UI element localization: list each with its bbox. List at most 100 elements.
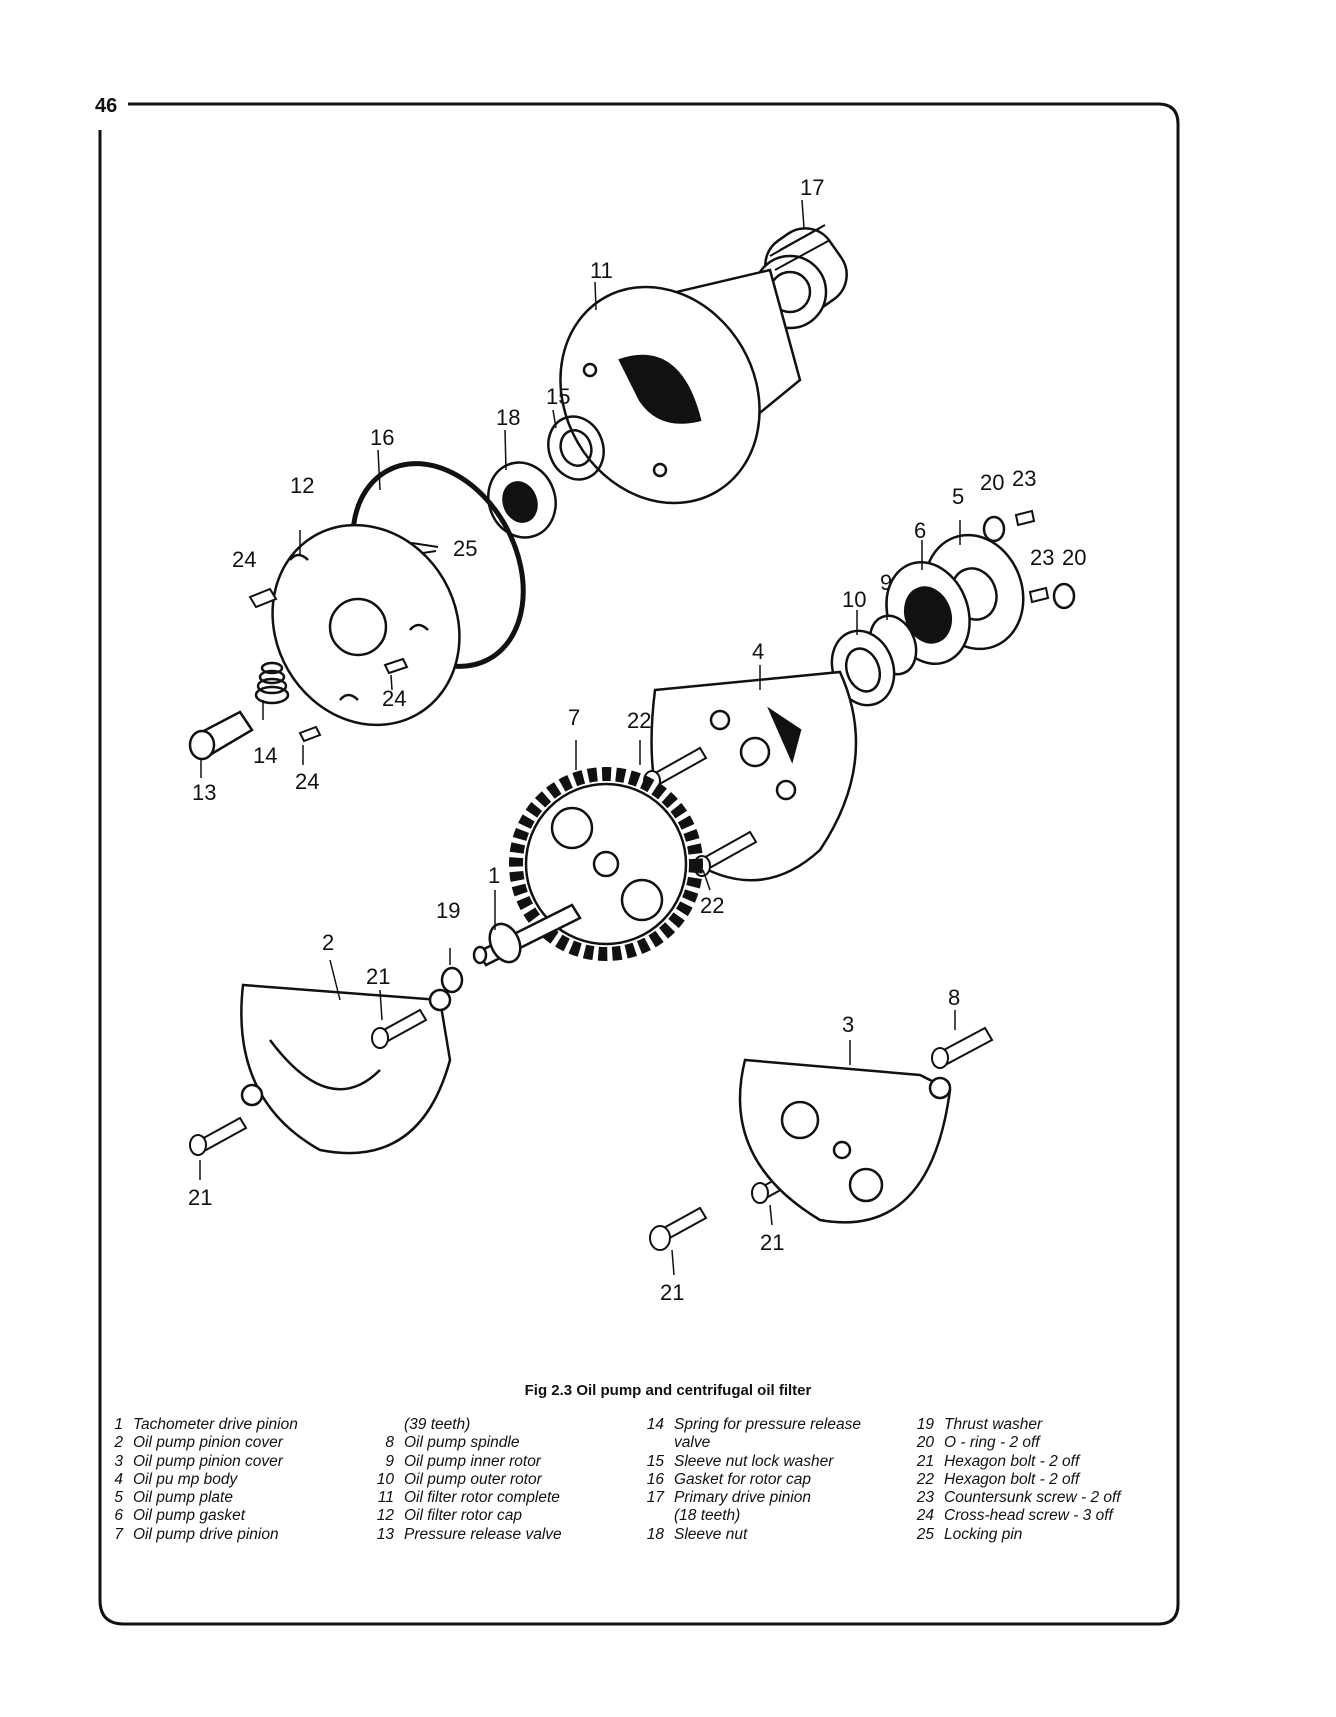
legend-text: Oil filter rotor complete bbox=[404, 1489, 560, 1507]
callout-24-c: 24 bbox=[295, 769, 319, 794]
part-19-thrust-washer bbox=[440, 966, 464, 994]
part-12-oil-filter-rotor-cap bbox=[271, 523, 461, 727]
legend-row: 24 Cross-head screw - 3 off bbox=[908, 1507, 1121, 1525]
legend-number: 13 bbox=[376, 1525, 394, 1543]
legend-text: Oil pump spindle bbox=[404, 1434, 520, 1452]
legend-row: 11 Oil filter rotor complete bbox=[368, 1489, 562, 1507]
legend-row: 14 Spring for pressure release bbox=[638, 1416, 861, 1434]
callout-10: 10 bbox=[842, 587, 866, 612]
figure-caption: Fig 2.3 Oil pump and centrifugal oil fil… bbox=[524, 1382, 812, 1399]
legend-number: 10 bbox=[376, 1470, 394, 1488]
callout-numbers: 17 11 15 18 16 12 25 24 24 24 14 13 20 2… bbox=[188, 175, 1086, 1305]
part-4-oil-pump-body bbox=[650, 670, 858, 882]
legend-row: 1 Tachometer drive pinion bbox=[97, 1416, 298, 1434]
callout-12: 12 bbox=[290, 473, 314, 498]
callout-5: 5 bbox=[952, 484, 964, 509]
callout-15: 15 bbox=[546, 384, 570, 409]
legend-row: valve bbox=[638, 1434, 861, 1452]
part-13-pressure-release-valve bbox=[188, 710, 254, 761]
legend-row: (18 teeth) bbox=[638, 1507, 861, 1525]
callout-21-c: 21 bbox=[760, 1230, 784, 1255]
legend-row: 10 Oil pump outer rotor bbox=[368, 1471, 562, 1489]
legend-number: 18 bbox=[646, 1525, 664, 1543]
legend-text: Spring for pressure release bbox=[674, 1416, 861, 1433]
legend-number: 22 bbox=[916, 1470, 934, 1488]
callout-21-d: 21 bbox=[660, 1280, 684, 1305]
callout-14: 14 bbox=[253, 743, 277, 768]
legend-number: 24 bbox=[916, 1507, 934, 1525]
legend-text: Cross-head screw - 3 off bbox=[944, 1507, 1113, 1525]
legend-number: 3 bbox=[114, 1452, 123, 1470]
legend-number: 19 bbox=[916, 1416, 934, 1433]
legend-text: Locking pin bbox=[944, 1525, 1023, 1543]
callout-24-b: 24 bbox=[382, 686, 406, 711]
part-21-hexagon-bolts bbox=[189, 1008, 808, 1251]
legend-number: 15 bbox=[646, 1452, 664, 1470]
callout-16: 16 bbox=[370, 425, 394, 450]
legend-number: 8 bbox=[385, 1434, 394, 1452]
legend-text: Oil pump drive pinion bbox=[133, 1525, 279, 1543]
legend-row: (39 teeth) bbox=[368, 1416, 562, 1434]
legend-text: (18 teeth) bbox=[674, 1507, 741, 1525]
callout-22-a: 22 bbox=[627, 708, 651, 733]
callout-11: 11 bbox=[590, 258, 613, 283]
legend-row: 12 Oil filter rotor cap bbox=[368, 1507, 562, 1525]
legend-number: 6 bbox=[114, 1507, 123, 1525]
callout-labels bbox=[199, 199, 961, 1276]
legend-text: Tachometer drive pinion bbox=[133, 1416, 298, 1433]
callout-19: 19 bbox=[436, 898, 460, 923]
legend-text: Sleeve nut bbox=[674, 1525, 748, 1543]
callout-20-a: 20 bbox=[980, 470, 1004, 495]
legend-text: Sleeve nut lock washer bbox=[674, 1452, 834, 1470]
legend-text: Oil pump gasket bbox=[133, 1507, 245, 1525]
legend-text: (39 teeth) bbox=[404, 1416, 471, 1433]
legend-number: 1 bbox=[114, 1416, 123, 1433]
part-20-o-ring-top bbox=[982, 515, 1006, 543]
legend-row: 6 Oil pump gasket bbox=[97, 1507, 298, 1525]
legend-text: Hexagon bolt - 2 off bbox=[944, 1452, 1080, 1470]
legend-number: 14 bbox=[646, 1416, 664, 1433]
part-1-tachometer-drive-pinion bbox=[472, 903, 582, 967]
legend-row: 25 Locking pin bbox=[908, 1526, 1121, 1544]
part-23-countersunk-screw-top bbox=[1014, 509, 1036, 527]
legend-number: 20 bbox=[916, 1434, 934, 1452]
legend-number: 25 bbox=[916, 1525, 934, 1543]
callout-22-b: 22 bbox=[700, 893, 724, 918]
legend-row: 15 Sleeve nut lock washer bbox=[638, 1453, 861, 1471]
callout-23-b: 23 bbox=[1030, 545, 1054, 570]
part-15-sleeve-nut-lock-washer bbox=[547, 415, 605, 481]
legend-text: Oil filter rotor cap bbox=[404, 1507, 523, 1525]
callout-7: 7 bbox=[568, 705, 580, 730]
callout-20-b: 20 bbox=[1062, 545, 1086, 570]
legend-text: Oil pump pinion cover bbox=[133, 1452, 283, 1470]
part-11-oil-filter-rotor bbox=[559, 268, 802, 505]
legend-row: 18 Sleeve nut bbox=[638, 1526, 861, 1544]
part-8-oil-pump-spindle bbox=[931, 1026, 994, 1069]
legend-number: 23 bbox=[916, 1489, 934, 1507]
legend-text: valve bbox=[674, 1434, 711, 1452]
callout-24-a: 24 bbox=[232, 547, 256, 572]
legend-text: Oil pump outer rotor bbox=[404, 1470, 542, 1488]
legend-number: 2 bbox=[114, 1434, 123, 1452]
callout-23-a: 23 bbox=[1012, 466, 1036, 491]
part-14-spring bbox=[254, 661, 290, 705]
part-24-cross-head-screws bbox=[248, 587, 409, 743]
part-18-sleeve-nut bbox=[487, 461, 557, 539]
legend-number: 11 bbox=[377, 1489, 394, 1507]
legend-text: Primary drive pinion bbox=[674, 1489, 811, 1507]
legend-row: 3 Oil pump pinion cover bbox=[97, 1453, 298, 1471]
legend-number: 12 bbox=[376, 1507, 394, 1525]
callout-13: 13 bbox=[192, 780, 216, 805]
